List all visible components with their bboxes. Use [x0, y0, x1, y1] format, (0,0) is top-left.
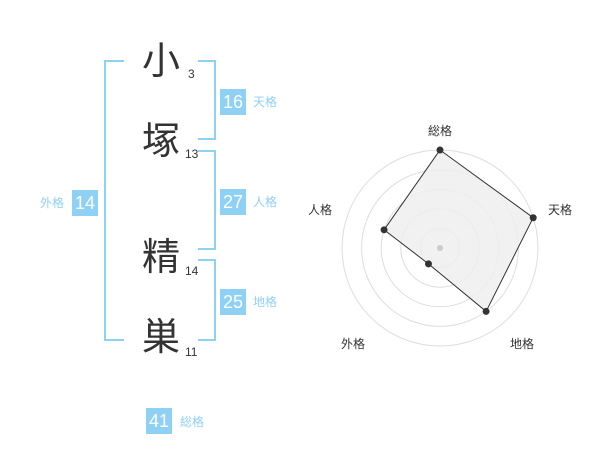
kanji-2: 塚	[142, 119, 181, 163]
radar-point-0	[436, 146, 444, 154]
soukaku-label: 総格	[180, 415, 205, 429]
radar-point-3	[424, 260, 432, 268]
radar-axis-label-4: 人格	[308, 203, 333, 217]
jinkaku-badge: 27	[220, 189, 246, 215]
radar-axis-label-0: 総格	[428, 124, 453, 138]
kanji-2-strokes: 13	[185, 147, 199, 161]
kanji-1: 小	[142, 39, 181, 83]
radar-data-polygon	[383, 149, 534, 313]
tenkaku-badge: 16	[220, 89, 246, 115]
chikaku-badge: 25	[220, 289, 246, 315]
radar-point-2	[482, 307, 490, 315]
gaikaku-bracket	[104, 60, 124, 341]
tenkaku-bracket	[198, 60, 216, 140]
radar-axis-label-2: 地格	[510, 337, 535, 351]
radar-center-dot	[437, 245, 443, 251]
gaikaku-label: 外格	[40, 196, 65, 210]
jinkaku-label: 人格	[253, 195, 278, 209]
soukaku-badge: 41	[146, 408, 172, 434]
kanji-4: 巣	[142, 315, 181, 359]
kanji-3-strokes: 14	[185, 264, 199, 278]
kanji-4-strokes: 11	[185, 345, 198, 359]
kanji-3: 精	[142, 235, 181, 279]
radar-axis-label-3: 外格	[341, 337, 366, 351]
gaikaku-badge: 14	[72, 190, 98, 216]
kanji-1-strokes: 3	[188, 67, 195, 81]
tenkaku-label: 天格	[253, 95, 278, 109]
radar-point-4	[380, 226, 388, 234]
jinkaku-bracket	[198, 150, 216, 250]
radar-point-1	[529, 214, 537, 222]
chikaku-label: 地格	[253, 295, 278, 309]
chikaku-bracket	[198, 259, 216, 341]
radar-axis-label-1: 天格	[548, 203, 573, 217]
